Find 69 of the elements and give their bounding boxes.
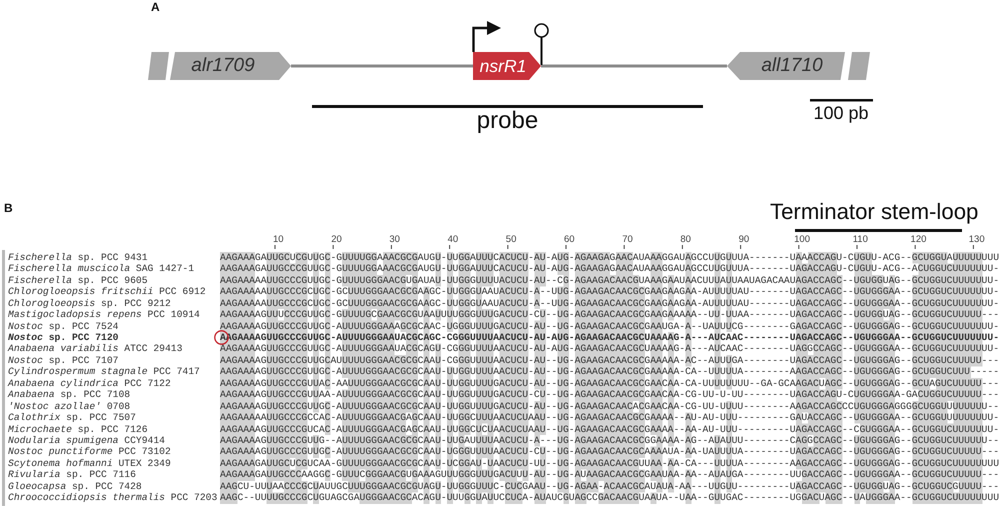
- stem-loop-label: Terminator stem-loop: [770, 199, 978, 225]
- strain-name: Fischerella muscicola SAG 1427-1: [8, 264, 194, 274]
- strain-name: Nostoc punctiforme PCC 73102: [8, 447, 171, 457]
- sequence-row: AAGAAAAAUUGCCCGCUGC-GCUUUGGGAACGCGAAGC-UUGGGUAAUACUCU-A--UUG-AGAAGACAACGCGAAGAAGAA-AUUUUUAU-------UAGACCAGC--UGUGGGAA--GCUGGUCUUUUUUU-: [220, 287, 1000, 297]
- strain-name: Fischerella sp. PCC 9605: [8, 276, 148, 286]
- position-number: 60: [564, 234, 575, 244]
- strain-name: Cylindrospermum stagnale PCC 7417: [8, 367, 200, 377]
- sequence-row: AAGAAAGAUUGCUCGUUGC-GUUUUGGAAACGCGAUGU-UUGGAUUUCACUCU-AU-AUG-AGAAGAGAACAUAAAGGAUAGCCUUGUUUA-------UAAACCAGU-CUGUU-ACG--GCUGGUAUUUUUUUU: [220, 252, 1000, 262]
- position-number: 90: [738, 234, 750, 244]
- strain-name: Microchaete sp. PCC 7126: [8, 424, 148, 434]
- position-number: 30: [389, 234, 400, 244]
- scale-label: 100 pb: [813, 103, 869, 124]
- probe-label: probe: [476, 107, 538, 135]
- gene-label: alr1709: [190, 54, 256, 78]
- strain-name: Fischerella sp. PCC 9431: [8, 252, 148, 262]
- sequence-row: AAGAAAAGUUGCCCGUUAA-AUUUUGGGAACGCGCAAU-UUGGUUUUGACUCU-CU--UG-AGAAGACAACGCGAACAA-CG-UU-U-UU--------UAGACCAGU-CUGUGGGAA-GACUGGUCUUUUU---: [220, 390, 1000, 400]
- position-number: 20: [331, 234, 342, 244]
- sequence-row: AAGAAAAGUUGCCCGUUGC-AUUUUGGGAACGCGCAAU-UUGGUUUUAACUCU-AU--UG-AGAAGACAACGCGAAAAA-CA--UUUUUA--------AAGACCAGC--UGUGGGAG--GCUGGUCUUU-----: [220, 367, 1000, 377]
- position-number: 70: [622, 234, 633, 244]
- strain-name: Chlorogloeopsis fritschii PCC 6912: [8, 287, 206, 297]
- strain-name: Scytonema hofmanni UTEX 2349: [8, 458, 171, 468]
- sequence-row: AAGAAAGAUUGCCCGUUGC-GUUUUGGAAACGCGAUGU-UUGGAUUUCACUCU-AU-AUG-AGAAGAGAACAUAAAGGAUAGCCUUGUUUA-------UAGACCAGU-CUGUU-ACG--ACUGGUCUUUUUUU-: [220, 264, 1000, 274]
- sequence-row: AAGCU-UUUAACCCGCUAUUGCUUUGGGAACGCGUAGU-UUGGGUUUC-CUCGAAU--UG-AGAA-ACAACGCAUAUA-AA---UUGUU---------UAGACCAGC--UGUGGUAG--GCUGGUCGUUUU---: [220, 482, 1000, 492]
- gene-label: nsrR1: [478, 55, 528, 78]
- position-number: 40: [448, 234, 458, 244]
- position-number: 130: [968, 234, 985, 244]
- strain-name: Nostoc sp. PCC 7524: [8, 322, 118, 331]
- sequence-row: AAGAAAAAUUGCCCGUUGC-GUUUUGGGAACGUGAUAU-UUGGGUUUUACUCU-AU--CG-AGAAGACAACGUAAAGAAUAACUUUAUUAAUAGACAAUAGACCAGC--UGUGGUAG--GCUGGUCUUUUUUU-: [220, 276, 1000, 286]
- position-number: 120: [910, 234, 926, 244]
- genome-line: [291, 64, 473, 68]
- strain-name: Nodularia spumigena CCY9414: [8, 436, 165, 446]
- gene-arrow: [148, 52, 291, 80]
- strain-name: Nostoc sp. PCC 7120: [8, 332, 118, 342]
- sequence-row: AAGAAAAGUUGCCCGUUGCAUUUUUGGGAACGCGCAAU-CGGGUUUUAACUCU-AU--UG-AGAAGACAACGCGAAAAA-AC--AUUUGA--------UAGACCAGC--UGUGGGAG--GCUGGUCUUUUU---: [220, 356, 1000, 366]
- strain-name: Gloeocapsa sp. PCC 7428: [8, 482, 142, 492]
- position-number: 100: [794, 234, 810, 244]
- strain-name: Anabaena cylindrica PCC 7122: [8, 378, 171, 388]
- sequence-row: AAGAAAAAUUGCCCGCCAC-AUUUUGGGAACGAGCAAU-UUGGCUUUAACUCUAAU--UG-AGAAGACAACGCGAAAA--AU-AU-UUU---------GAUACCAGC--UGUGGGAA--GCUGGUUUUUUUUU-: [220, 413, 1000, 422]
- sequence-row: AAGAAAAGUUGCCCGUUGC-AUUUUGGGAAUACGCAGU-CGGGUUUUAACUCU-AU-AUG-AGAAGACAACGCUAAAAG-A---AUCAAC--------UAGGCCAGC--UGUGGGAA--GCUGGUCUUUUUUU-: [220, 344, 1000, 354]
- sequence-row: AAGAAAAGUUGCCCGUUAC-AAUUUGGGAACGCGCAAU-UUGGUUUUGACUCU-AU--UG-AGAAGACAACGCGAACAA-CA-UUUUUUUU--GA-GCAAGACUAGC--UGUGGGAG--GCUAGUCUUUUU---: [220, 378, 1000, 388]
- panel-letter: B: [4, 202, 13, 216]
- strain-name: Anabaena variabilis ATCC 29413: [8, 344, 182, 354]
- gene-arrow: [727, 52, 870, 80]
- position-number: 80: [680, 234, 691, 244]
- strain-name: Rivularia sp. PCC 7116: [8, 470, 136, 480]
- sequence-row: AAGAAAGAUUGCUCGUCAA-GUUUUGGGAACGCGCAAU-UCGGAU-UAACUCU-UU--UG-AGAAGACAACGUUAA-AA-CA---UUUUA--------AAGACCAGC--UGUGGGAG--GCUGGUCUUUUUUUU: [220, 458, 1000, 468]
- strain-name: Calothrix sp. PCC 7507: [8, 413, 136, 422]
- strain-name: Chlorogloeopsis sp. PCC 9212: [8, 298, 171, 308]
- strain-name: 'Nostoc azollae' 0708: [8, 402, 130, 412]
- strain-name: Nostoc sp. PCC 7107: [8, 356, 118, 366]
- sequence-row: AAGAAAGAUUGCCCAAGGC-GUUUCGGGAACGUGAAAGUUUGGGUUUGACUUU-AU--UG-AUAAGACAACGCGAAUAA-AA--AUAUGA--------UUGACCAGC--UGUGGGAA--GCUGGUCUUUUU---: [220, 470, 1000, 480]
- sequence-row: AAGAAAAGUUGCCCGUCAC-AUUUUGGGAACGAGCAAU-UUGGCUCUAACUCUAAU--UG-AGAAGACAACGCGAAAA--AA-AU-UUU---------UAGACCAGC--CGUGGGAA--GCUGGUCUUUUUUU-: [220, 424, 1000, 434]
- position-number: 10: [273, 234, 284, 244]
- panel-letter: A: [151, 1, 160, 15]
- sequence-row: AAGAAAAGUUUCCCGUUGC-GUUUUGCGAACGCGUAAUUUUGGGUUUGACUCU-CU--UG-AGAAGACAACGCGAAGAAAAA--UU-UUAA-------UAGACCAGC--UGUGGUAG--GCUGGUCUUUUU---: [220, 310, 1000, 320]
- position-number: 110: [852, 234, 868, 244]
- genome-line: [541, 64, 727, 68]
- strain-name: Anabaena sp. PCC 7108: [8, 390, 130, 400]
- sequence-row: AAGC--UUUUGCCCGCUGUAGCGAUGGGAACGCACAGU-UUUGGUAUUCCUCA-AUAUCGUAGCCGACAACGUAAUA--UAA--GUUGAC--------UGGACUAGC--UAUGGGAA--GCUGGUCUUUUUUUU: [220, 493, 1000, 503]
- strain-name: Chroococcidiopsis thermalis PCC 7203: [8, 493, 218, 503]
- gene-label: all1710: [760, 54, 824, 78]
- gene-arrow: [473, 52, 541, 80]
- position-number: 50: [506, 234, 516, 244]
- sequence-row: AAGAAAAGUUGCCCGUUGC-AUUUUGGGAAAGCGCAAC-UGGGUUUUGACUCU-AU--UG-AGAAGACAACGCGAAUGA-A--UAUUUCG--------GAGACCAGC--UGUGGGAG--GCUGGUCUUUUUUU-: [220, 322, 1000, 331]
- strain-name: Mastigocladopsis repens PCC 10914: [8, 310, 200, 320]
- sequence-row: AAGAAAAGUUGCCCGUUG--AUUUUGGGAACGCGCAAU-UUGAUUUUAACUCU-A---UG-AGAAGACAACGCGGAAAA-AG--AUAUUU--------CAGGCCAGC--UGUGGGAG--GCUGGUCUUUUUU--: [220, 436, 1000, 446]
- sequence-row: AAGAAAAAUUGCCCGCUGC-GCUUUGGGAACGCGAAGC-UUGGGUAAUACUCU-A--UUG-AGAAGACAACGCGAAGAAGAA-AUUUUUAU-------UAGACCAGC--UGUGGGAA--GCUGGUCUUUUUUU-: [220, 298, 1000, 308]
- sequence-row: AAGAAAAGUUGCCCGUUGC-AUUUUGGGAACGCGCAAU-UGGGUUUUAACUCU-CU--UG-AGAAGACAACGCAAAAUA-AA-UAUUUUA--------UAGACCAGC--UGUGGGAG--GCUGGUCUUUUU---: [220, 447, 1000, 457]
- sequence-row: AAGAAAAGUUGCCCGUUGC-AUUUUGGGAACGCGCAAU-UUGGUUUUGACUCU-AU--UG-AGAAGACAACACGAACAA-CG-UU-UUUU--------AAGACCAGCCCUGUGGGAGGGGCUGGUUUUUUUU--: [220, 402, 1000, 412]
